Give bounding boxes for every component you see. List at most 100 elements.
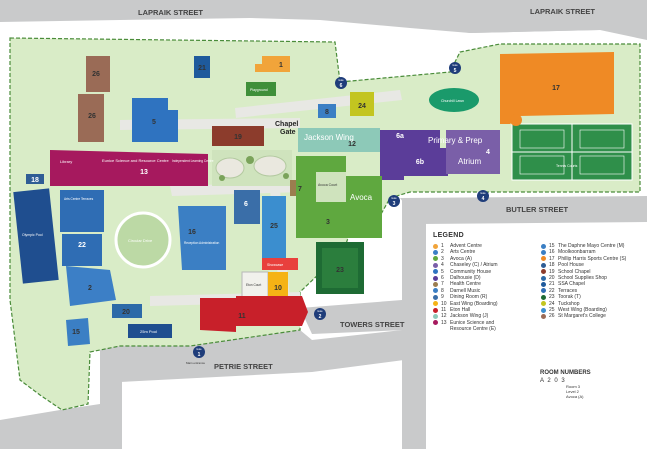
building-18[interactable] [26,174,44,184]
gate-6-label: 6 [340,83,343,89]
label-churchill-lawn: Churchill Lawn [441,99,464,103]
building-24[interactable] [350,92,374,116]
legend-number: 3 [441,255,444,262]
label-tennis-courts: Tennis Courts [556,164,578,168]
building-15[interactable] [66,318,90,346]
building-25[interactable] [262,196,286,260]
gate-5-word: Gate [452,64,458,67]
legend-swatch [541,307,546,313]
building-17[interactable] [500,52,614,124]
gate-5-marker[interactable] [449,62,461,74]
building-12-jackson-wing[interactable] [298,128,380,152]
legend-text: West Wing (Boarding) [558,307,607,314]
legend-swatch [541,294,546,300]
gate-1-marker[interactable] [193,346,205,358]
playground [246,82,276,96]
num-6a: 6a [396,133,404,140]
num-13: 13 [140,169,148,176]
room-example: Room 3 [566,384,581,389]
legend-swatch [541,269,546,275]
legend-text: Resource Centre (E) [450,326,496,333]
label-olympic-pool: Olympic Pool [22,233,43,237]
legend-title: LEGEND [433,232,464,239]
legend-number: 1 [441,243,444,249]
legend-text: Darnell Music [450,287,481,294]
building-20[interactable] [112,304,142,318]
num-6b: 6b [416,159,424,166]
building-10[interactable] [268,272,288,302]
legend-item: Resource Centre (E) [433,326,533,332]
legend-text: School Chapel [558,268,591,275]
building-26-bottom[interactable] [78,94,104,142]
building-1[interactable] [255,56,290,72]
building-16[interactable] [178,206,226,270]
street-label-petrie: PETRIE STREET [214,362,273,371]
label-main-entry: Main entrance [186,361,205,365]
label-eunice: Eunice Science and Resource Centre [102,158,169,163]
legend-text: Arts Centre [450,249,476,256]
legend-number: 13 [441,319,447,326]
legend-swatch [433,282,438,288]
building-21[interactable] [194,56,210,78]
building-arts-terraces[interactable] [60,190,104,232]
num-4: 4 [486,149,490,156]
legend-swatch [433,250,438,255]
building-19[interactable] [212,126,264,146]
legend-number: 6 [441,275,444,282]
building-26-top[interactable] [86,56,110,92]
building-4[interactable] [446,130,500,174]
legend-number: 9 [441,294,444,301]
legend-text: The Daphne Mayo Centre (M) [558,243,625,249]
building-11-eton-hall[interactable] [200,296,308,332]
label-reception: Reception Administration [184,241,219,245]
gate-6-word: Gate [338,79,344,82]
buildings [13,52,614,346]
gate-2-label: 2 [319,314,322,320]
building-2[interactable] [66,266,116,306]
eton-court [241,271,269,299]
butler-vertical-road [402,198,426,449]
label-atrium: Atrium [458,157,481,166]
legend-swatch [433,262,438,268]
gate-6-marker[interactable] [335,77,347,89]
legend-number: 23 [549,294,555,301]
legend-text: Toorak (T) [558,294,581,301]
legend-text: Pool House [558,262,584,269]
olympic-pool [13,188,59,284]
building-6b[interactable] [404,148,448,176]
gate-4-marker[interactable] [477,190,489,202]
legend-swatch [541,250,546,255]
label-jackson-wing: Jackson Wing [304,133,354,142]
legend-swatch [433,314,438,320]
lapraik-right-road [390,0,647,40]
building-22[interactable] [62,234,102,266]
building-9[interactable] [234,190,260,224]
building-8[interactable] [318,104,336,118]
legend-text: Dalhousie (D) [450,275,481,282]
legend-text: SSA Chapel [558,281,585,288]
bottom-road [0,404,100,449]
legend-swatch [541,243,546,249]
legend-text: Eunice Science and [450,319,495,326]
num-20: 20 [122,309,130,316]
showcase [262,258,298,270]
building-13-eunice[interactable] [50,150,208,186]
gate-3-marker[interactable] [388,195,400,207]
legend-text: St Margaret's College [558,313,606,320]
num-15: 15 [72,329,80,336]
gate-2-marker[interactable] [314,308,326,320]
building-5[interactable] [132,98,178,142]
towers-street-road [300,300,404,334]
num-1: 1 [279,62,283,69]
